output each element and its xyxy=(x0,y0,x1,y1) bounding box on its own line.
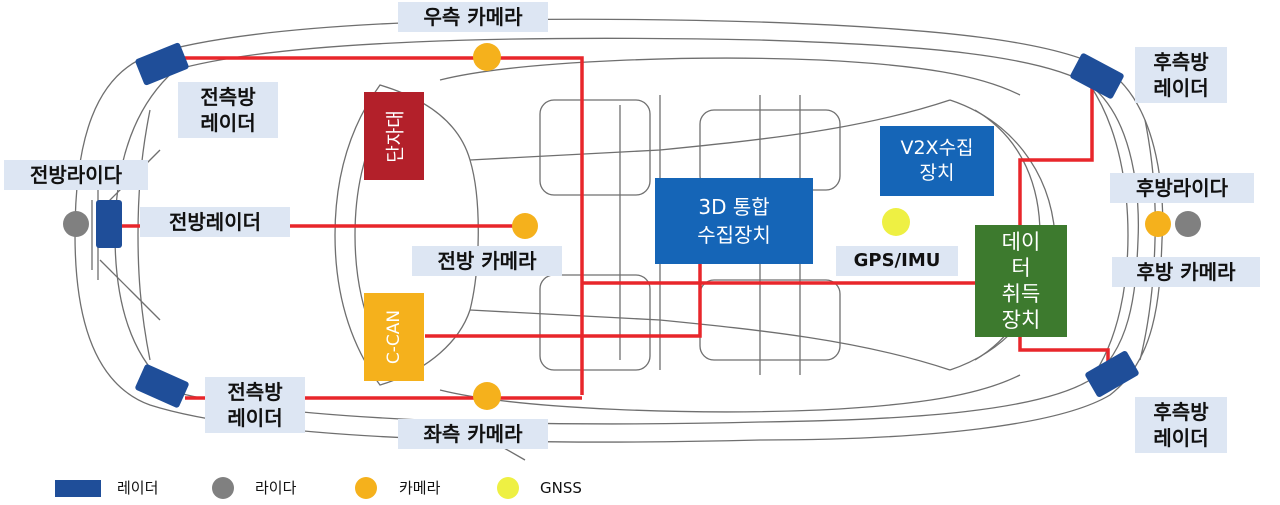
integrated-line-1: 3D 통합 xyxy=(698,195,770,219)
legend-radar-label: 레이더 xyxy=(117,479,159,497)
lidar-front xyxy=(63,211,89,237)
data-acquisition-box: 데이 터 취득 장치 xyxy=(975,225,1067,337)
camera-front xyxy=(512,213,538,239)
wire-ccan xyxy=(425,283,702,338)
data-acq-line-1: 데이 xyxy=(1001,230,1041,254)
legend-gnss-icon xyxy=(497,477,519,499)
gps-imu-label: GPS/IMU xyxy=(836,246,958,276)
c-can-label: C-CAN xyxy=(383,309,404,365)
radar-rear-top xyxy=(1070,53,1124,99)
legend-camera-label: 카메라 xyxy=(399,479,441,497)
legend-camera-icon xyxy=(355,477,377,499)
gnss-antenna xyxy=(882,208,910,236)
data-acq-line-3: 취득 xyxy=(1001,282,1041,306)
front-side-radar-top-label: 전측방 레이더 xyxy=(178,82,278,138)
rear-camera-label: 후방 카메라 xyxy=(1112,257,1260,287)
lidar-rear xyxy=(1175,211,1201,237)
legend-icons xyxy=(55,477,519,499)
car-body-outline xyxy=(74,18,1164,443)
data-acq-line-2: 터 xyxy=(1011,256,1031,280)
camera-right xyxy=(473,43,501,71)
wire-rear-top xyxy=(1018,78,1094,232)
v2x-line-2: 장치 xyxy=(919,162,955,184)
radar-front-top xyxy=(135,42,189,86)
right-camera-label: 우측 카메라 xyxy=(398,2,548,32)
camera-left xyxy=(473,382,501,410)
radar-front xyxy=(96,200,122,248)
front-radar-label: 전방레이더 xyxy=(140,207,290,237)
rear-side-radar-top-label: 후측방 레이더 xyxy=(1135,47,1227,103)
terminal-block-label: 단자대 xyxy=(384,109,407,163)
legend: 레이더 라이다 카메라 GNSS xyxy=(55,475,695,501)
integrated-line-2: 수집장치 xyxy=(697,223,771,247)
v2x-line-1: V2X수집 xyxy=(900,137,974,159)
camera-rear xyxy=(1145,211,1171,237)
front-camera-label: 전방 카메라 xyxy=(412,246,562,276)
wire-rear-bottom xyxy=(1018,336,1110,372)
legend-gnss-label: GNSS xyxy=(540,479,582,497)
integrated-collector-box: 3D 통합 수집장치 xyxy=(655,178,813,264)
rear-lidar-label: 후방라이다 xyxy=(1110,173,1254,203)
c-can-box: C-CAN xyxy=(364,293,424,381)
legend-radar-icon xyxy=(55,480,101,497)
rear-side-radar-bottom-label: 후측방 레이더 xyxy=(1135,397,1227,453)
terminal-block-box: 단자대 xyxy=(364,92,424,180)
data-acq-line-4: 장치 xyxy=(1001,308,1041,332)
v2x-collector-box: V2X수집 장치 xyxy=(880,126,994,196)
front-lidar-label: 전방라이다 xyxy=(4,160,148,190)
left-camera-label: 좌측 카메라 xyxy=(398,419,548,449)
legend-lidar-icon xyxy=(212,477,234,499)
radar-rear-bottom xyxy=(1085,350,1139,398)
windshield xyxy=(334,84,479,386)
legend-lidar-label: 라이다 xyxy=(255,479,297,497)
radar-front-bottom xyxy=(135,364,189,408)
front-side-radar-bottom-label: 전측방 레이더 xyxy=(205,377,305,433)
